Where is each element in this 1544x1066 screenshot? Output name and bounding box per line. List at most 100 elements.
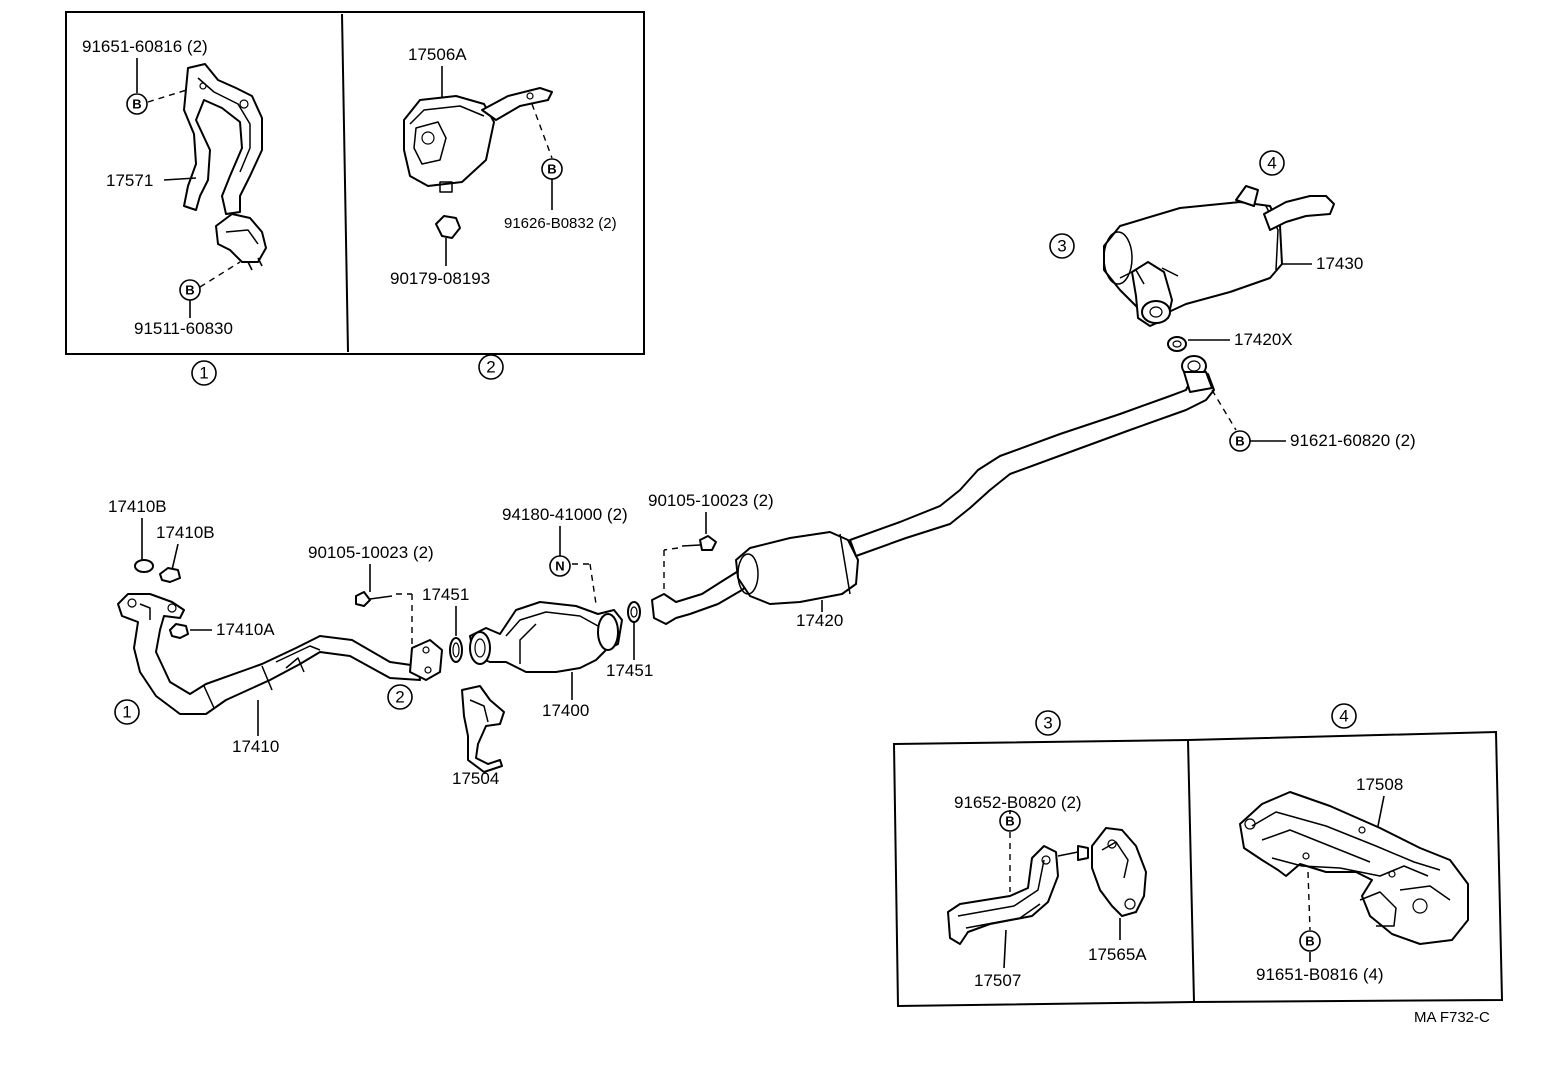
muffler-17430-shape bbox=[1103, 201, 1283, 317]
bolt-tail-label: 91621-60820 (2) bbox=[1290, 431, 1416, 450]
gasket-1-shape bbox=[449, 637, 463, 663]
dashed-leader bbox=[531, 103, 553, 159]
bolt-marker-b: B bbox=[999, 810, 1021, 832]
panel2-hanger-label: 17506A bbox=[408, 45, 467, 64]
svg-text:3: 3 bbox=[1057, 237, 1066, 256]
inset-divider-top bbox=[341, 13, 349, 353]
panel3-bolt-label: 91652-B0820 (2) bbox=[954, 793, 1082, 812]
gasket-b2-label: 17410B bbox=[156, 523, 215, 542]
diagram-code: MA F732-C bbox=[1414, 1009, 1490, 1026]
svg-text:B: B bbox=[1005, 814, 1014, 829]
bracket-17507-shape bbox=[947, 845, 1059, 945]
bolt-marker-b: B bbox=[1229, 430, 1251, 452]
svg-text:1: 1 bbox=[122, 703, 131, 722]
converter-label: 17400 bbox=[542, 701, 589, 720]
converter-inlet bbox=[469, 631, 491, 665]
gasket-x-label: 17420X bbox=[1234, 330, 1293, 349]
bolt-front-label: 90105-10023 (2) bbox=[308, 543, 434, 562]
dashed-leader bbox=[589, 563, 597, 605]
dashed-leader bbox=[1307, 871, 1311, 931]
rubber-mount-shape bbox=[215, 213, 267, 263]
inset-panels-bottom bbox=[892, 730, 1504, 1008]
panel-1: 91651-60816 (2) B 17571 B 91511-60830 bbox=[82, 37, 267, 338]
svg-text:B: B bbox=[132, 97, 141, 112]
muffler-label: 17430 bbox=[1316, 254, 1363, 273]
front-flange-shape bbox=[409, 639, 443, 681]
gasket-1-label: 17451 bbox=[422, 585, 469, 604]
gasket-2-label: 17451 bbox=[606, 661, 653, 680]
gasket-2-shape bbox=[627, 601, 641, 623]
callout-4-main: 4 bbox=[1259, 150, 1285, 176]
center-pipe-label: 17420 bbox=[796, 611, 843, 630]
callout-4-panel: 4 bbox=[1331, 703, 1357, 729]
nut-a-shape bbox=[169, 623, 189, 639]
svg-text:B: B bbox=[547, 162, 556, 177]
dashed-leader bbox=[663, 547, 679, 551]
svg-text:N: N bbox=[555, 559, 564, 574]
svg-text:3: 3 bbox=[1043, 714, 1052, 733]
nut-shape bbox=[435, 215, 461, 239]
svg-text:2: 2 bbox=[395, 688, 404, 707]
leader bbox=[171, 543, 179, 571]
panel1-bolt-top-label: 91651-60816 (2) bbox=[82, 37, 208, 56]
svg-text:B: B bbox=[1235, 434, 1244, 449]
gasket-b2-shape bbox=[159, 567, 181, 583]
bolt-rear-head bbox=[699, 535, 717, 551]
panel4-bolt-label: 91651-B0816 (4) bbox=[1256, 965, 1384, 984]
svg-text:B: B bbox=[185, 283, 194, 298]
bolt-marker-b: B bbox=[541, 158, 563, 180]
svg-text:4: 4 bbox=[1267, 154, 1276, 173]
bolt-marker-b: B bbox=[1299, 930, 1321, 952]
nut-n-label: 94180-41000 (2) bbox=[502, 505, 628, 524]
converter-outlet bbox=[597, 613, 619, 651]
bolt-front-head bbox=[355, 591, 371, 607]
bolt-rear-label: 90105-10023 (2) bbox=[648, 491, 774, 510]
callout-2-top: 2 bbox=[478, 354, 504, 380]
panel3-bracket-label: 17507 bbox=[974, 971, 1021, 990]
inset-divider-bottom bbox=[1187, 739, 1195, 1003]
callout-1-main: 1 bbox=[114, 699, 140, 725]
main-assembly: 17410B 17410B 17410A 1 17410 2 bbox=[108, 150, 1416, 788]
dashed-leader bbox=[199, 261, 241, 288]
leader bbox=[163, 177, 197, 181]
center-pipe-long bbox=[849, 373, 1215, 557]
front-pipe-17410-shape bbox=[117, 593, 421, 715]
callout-1-top: 1 bbox=[191, 360, 217, 386]
dashed-leader bbox=[147, 87, 194, 103]
svg-text:B: B bbox=[1305, 934, 1314, 949]
callout-3-panel: 3 bbox=[1035, 710, 1061, 736]
panel1-bolt-bottom-label: 91511-60830 bbox=[134, 319, 233, 338]
front-pipe-label: 17410 bbox=[232, 737, 279, 756]
bracket-17571-shape bbox=[183, 63, 263, 215]
svg-text:1: 1 bbox=[199, 364, 208, 383]
front-muffler-shape bbox=[735, 531, 859, 605]
leader bbox=[1003, 929, 1007, 969]
converter-17400-shape bbox=[469, 601, 623, 673]
dashed-leader bbox=[1211, 389, 1237, 431]
inset-frame-top bbox=[65, 11, 645, 355]
panel2-nut-label: 90179-08193 bbox=[390, 269, 490, 288]
bolt-marker-n: N bbox=[549, 555, 571, 577]
gasket-b1-label: 17410B bbox=[108, 497, 167, 516]
panel4-hanger-label: 17508 bbox=[1356, 775, 1403, 794]
svg-text:4: 4 bbox=[1339, 707, 1348, 726]
panel-2: 17506A B 91626-B0832 (2) 90179-08193 bbox=[390, 45, 617, 288]
inset-panels-top bbox=[65, 11, 645, 355]
svg-text:2: 2 bbox=[486, 358, 495, 377]
bolt-marker-b: B bbox=[126, 93, 148, 115]
callout-3-main: 3 bbox=[1049, 233, 1075, 259]
panel1-bracket-label: 17571 bbox=[106, 171, 153, 190]
bolt-marker-b: B bbox=[179, 279, 201, 301]
support-17504-shape bbox=[461, 685, 505, 773]
panel2-bolt-label: 91626-B0832 (2) bbox=[504, 215, 617, 232]
hanger-17508-shape bbox=[1239, 791, 1469, 945]
panel-3: 91652-B0820 (2) B 17507 17565A bbox=[947, 793, 1147, 990]
nut-a-label: 17410A bbox=[216, 620, 275, 639]
support-label: 17504 bbox=[452, 769, 499, 788]
callout-2-main: 2 bbox=[387, 684, 413, 710]
insulator-17565a-shape bbox=[1091, 827, 1147, 917]
hanger-17506a-shape bbox=[403, 95, 495, 187]
panel3-insulator-label: 17565A bbox=[1088, 945, 1147, 964]
gasket-b1-shape bbox=[134, 559, 154, 573]
